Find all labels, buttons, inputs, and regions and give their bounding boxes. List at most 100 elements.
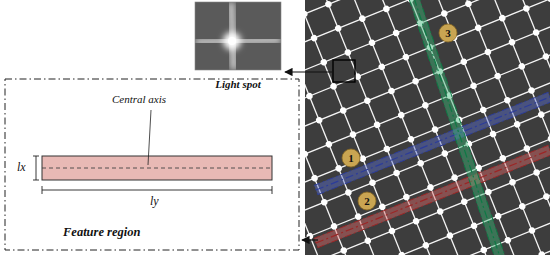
light-spot-dot	[340, 246, 348, 254]
light-spot-dot	[532, 28, 540, 36]
light-spot-dot	[542, 52, 550, 60]
light-spot-dot	[426, 183, 434, 191]
grid-image	[305, 0, 550, 255]
light-spot-dot	[320, 198, 328, 206]
light-spot-dot	[364, 237, 372, 245]
light-spot-dot	[402, 53, 410, 61]
light-spot-dot	[532, 168, 540, 176]
light-spot-dot	[484, 48, 492, 56]
light-spot-dot	[503, 96, 511, 104]
light-spot-dot	[421, 101, 429, 109]
light-spot-dot	[489, 130, 497, 138]
band-axis	[316, 97, 550, 190]
light-spot-dot	[479, 106, 487, 114]
light-spot-dot	[325, 140, 333, 148]
callout-number: 1	[342, 149, 360, 167]
light-spot-dot	[368, 179, 376, 187]
light-spot-dot	[305, 10, 308, 18]
callout-circle	[342, 149, 360, 167]
spot-center	[228, 37, 236, 45]
light-spot-dot	[513, 120, 521, 128]
callout-circle	[439, 24, 457, 42]
light-spot-dot	[339, 106, 347, 114]
pointer-arrow	[302, 239, 318, 240]
light-spot-dot	[306, 232, 314, 240]
light-spot-dot	[504, 236, 512, 244]
band-axis	[414, 0, 500, 255]
light-spot-dot	[411, 77, 419, 85]
light-spot-dot	[407, 135, 415, 143]
grid-lines	[305, 0, 550, 255]
light-spot-dot	[412, 217, 420, 225]
grid-line	[305, 0, 361, 255]
panel-title: Feature region	[63, 225, 140, 240]
light-spot-dot	[464, 0, 472, 8]
light-spot-dot	[499, 154, 507, 162]
light-spot-dot	[358, 15, 366, 23]
light-spot-dot	[494, 212, 502, 220]
light-spot-dot	[523, 144, 531, 152]
image-ground	[195, 2, 281, 70]
dimension-line	[36, 156, 37, 180]
callout-circle	[358, 192, 376, 210]
light-spot-dot	[344, 48, 352, 56]
grid-line	[305, 60, 550, 255]
annotation-text: Central axis	[112, 93, 166, 105]
grid-line	[314, 0, 550, 255]
light-spot-dot	[305, 92, 313, 100]
light-spot-dot	[398, 251, 406, 255]
light-spot-dot	[527, 86, 535, 94]
light-spot-dot	[528, 226, 536, 234]
light-spot-dot	[324, 0, 332, 8]
light-spot-dot	[382, 5, 390, 13]
feature-band	[409, 0, 504, 255]
light-spot-dot	[436, 207, 444, 215]
faint-line	[268, 2, 273, 70]
light-spot-dot	[310, 34, 318, 42]
light-spot-dot	[498, 14, 506, 22]
light-spot-dot	[344, 188, 352, 196]
light-spot-dot	[441, 149, 449, 157]
light-spot-dot	[378, 63, 386, 71]
light-spot-dot	[334, 164, 342, 172]
light-spot-dot	[469, 82, 477, 90]
light-spot-dot	[508, 178, 516, 186]
spot-center	[223, 32, 241, 50]
light-spot-dot	[547, 135, 550, 143]
light-spot-dot	[546, 0, 550, 3]
light-spot-dot	[422, 241, 430, 249]
light-spot-dot	[397, 111, 405, 119]
image-frame	[195, 2, 281, 70]
light-spot-dot	[522, 4, 530, 12]
light-spot-dot	[315, 116, 323, 124]
light-spot-dot	[460, 198, 468, 206]
grid-line	[305, 156, 550, 255]
light-spot-dot	[474, 24, 482, 32]
callout-number: 3	[439, 24, 457, 42]
pointer-arrow	[285, 71, 332, 72]
image-panel: Light spot	[195, 2, 281, 96]
dimension-label: ly	[150, 194, 159, 209]
central-axis	[42, 168, 272, 169]
dimension-tick	[42, 186, 43, 194]
light-spot-dot	[493, 72, 501, 80]
grid-line	[314, 0, 550, 255]
light-spot-dot	[349, 130, 357, 138]
grid-line	[305, 0, 529, 255]
light-spot-dot	[538, 250, 546, 255]
light-spot-dot	[460, 58, 468, 66]
grid-line	[531, 0, 550, 255]
light-spot-image	[195, 2, 281, 70]
light-spot-dot	[383, 145, 391, 153]
light-spot-dot	[373, 121, 381, 129]
light-spot-dot	[305, 150, 309, 158]
grid-line	[305, 60, 550, 255]
light-spot-dot	[334, 24, 342, 32]
feature-rect	[42, 156, 272, 180]
panel-title: Light spot	[195, 78, 281, 90]
grid-line	[305, 36, 550, 255]
callout-number: 2	[358, 192, 376, 210]
grid-line	[482, 0, 550, 255]
